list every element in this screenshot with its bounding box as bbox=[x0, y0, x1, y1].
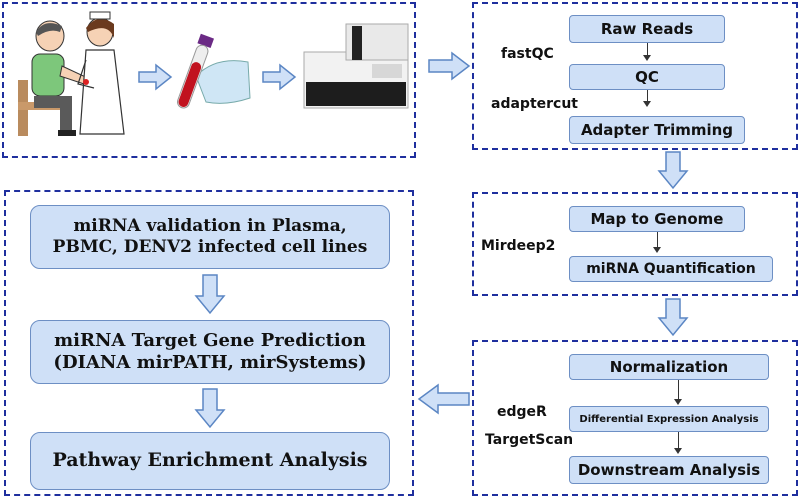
step-normalization: Normalization bbox=[569, 354, 769, 380]
blood-tube-icon bbox=[176, 33, 251, 109]
mapping-panel: Map to Genome miRNA Quantification Mirde… bbox=[472, 192, 798, 296]
step-target-gene-prediction: miRNA Target Gene Prediction (DIANA mirP… bbox=[30, 320, 390, 384]
sample-collection-panel bbox=[2, 2, 416, 158]
step-adapter-trimming: Adapter Trimming bbox=[569, 116, 745, 144]
connector-line bbox=[647, 90, 648, 102]
block-arrow-down-icon bbox=[194, 388, 226, 429]
step-downstream-analysis: Downstream Analysis bbox=[569, 456, 769, 484]
step-mirna-validation: miRNA validation in Plasma, PBMC, DENV2 … bbox=[30, 205, 390, 269]
tool-label-targetscan: TargetScan bbox=[485, 432, 574, 448]
block-arrow-right-icon bbox=[428, 51, 471, 81]
block-arrow-left-icon bbox=[417, 383, 470, 415]
block-arrow-down-icon bbox=[657, 298, 689, 337]
validation-panel: miRNA validation in Plasma, PBMC, DENV2 … bbox=[4, 190, 414, 496]
tool-label-edger: edgeR bbox=[497, 404, 547, 420]
step-mirna-quantification: miRNA Quantification bbox=[569, 256, 773, 282]
step-pathway-enrichment: Pathway Enrichment Analysis bbox=[30, 432, 390, 490]
step-qc: QC bbox=[569, 64, 725, 90]
block-arrow-right-icon bbox=[138, 63, 173, 91]
connector-line bbox=[657, 232, 658, 248]
step-map-to-genome: Map to Genome bbox=[569, 206, 745, 232]
step-raw-reads: Raw Reads bbox=[569, 15, 725, 43]
connector-arrowhead bbox=[674, 399, 682, 405]
block-arrow-right-icon bbox=[262, 63, 297, 91]
connector-line bbox=[678, 432, 679, 449]
connector-arrowhead bbox=[653, 247, 661, 253]
analysis-panel: Normalization Differential Expression An… bbox=[472, 340, 798, 496]
connector-line bbox=[678, 380, 679, 400]
block-arrow-down-icon bbox=[194, 274, 226, 315]
connector-arrowhead bbox=[643, 55, 651, 61]
sequencer-machine-icon bbox=[303, 23, 409, 109]
tool-label-adaptercut: adaptercut bbox=[491, 96, 578, 112]
tool-label-mirdeep2: Mirdeep2 bbox=[481, 238, 556, 254]
connector-arrowhead bbox=[643, 101, 651, 107]
block-arrow-down-icon bbox=[657, 151, 689, 190]
qc-panel: Raw Reads QC Adapter Trimming fastQC ada… bbox=[472, 2, 798, 150]
step-differential-expression: Differential Expression Analysis bbox=[569, 406, 769, 432]
connector-arrowhead bbox=[674, 448, 682, 454]
tool-label-fastqc: fastQC bbox=[501, 46, 554, 62]
patient-nurse-illustration-icon bbox=[18, 11, 125, 136]
connector-line bbox=[647, 43, 648, 56]
